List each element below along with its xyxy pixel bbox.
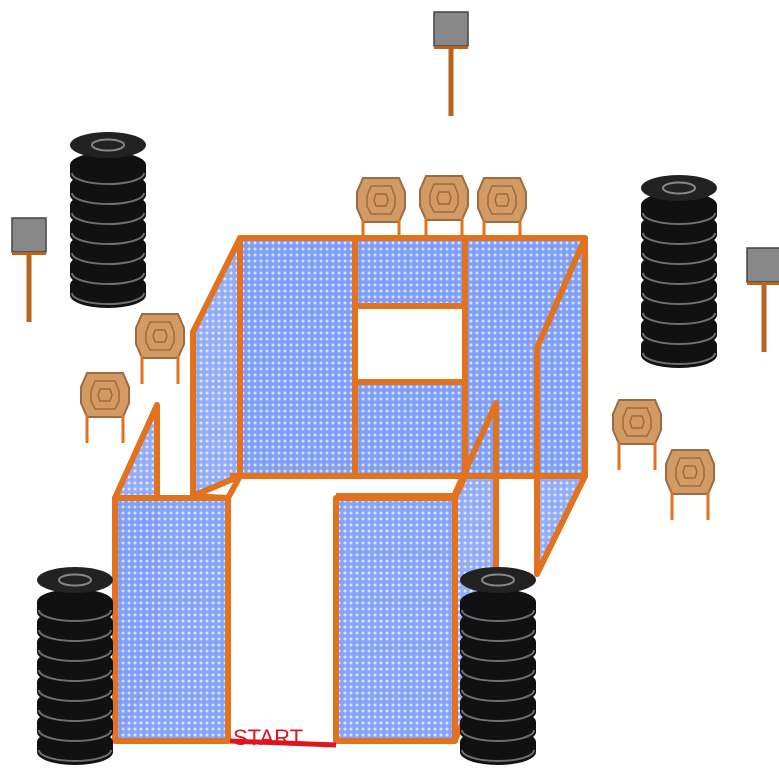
paper-target-right-upper	[611, 398, 663, 472]
front-wall-left	[112, 495, 231, 744]
back-wall-left	[237, 235, 358, 479]
paper-target-left-upper	[134, 312, 186, 386]
back-window	[352, 303, 468, 385]
tire-stack-bottom-right	[459, 566, 537, 766]
start-label: START	[232, 725, 304, 750]
paper-target-left-lower	[79, 371, 131, 445]
front-wall-right	[333, 495, 458, 744]
steel-popper-right	[747, 248, 779, 352]
back-wall-center-top	[352, 235, 468, 309]
steel-popper-top	[434, 12, 468, 116]
tire-stack-bottom-left	[36, 566, 114, 766]
left-side-wall-far	[190, 235, 243, 499]
right-side-wall-far	[534, 235, 588, 577]
tire-stack-top-right	[640, 174, 718, 369]
tire-stack-top-left	[69, 131, 147, 309]
steel-popper-left	[12, 218, 46, 322]
paper-target-right-lower	[664, 448, 716, 522]
start-line	[229, 738, 337, 748]
back-wall-center-bottom	[352, 379, 468, 479]
